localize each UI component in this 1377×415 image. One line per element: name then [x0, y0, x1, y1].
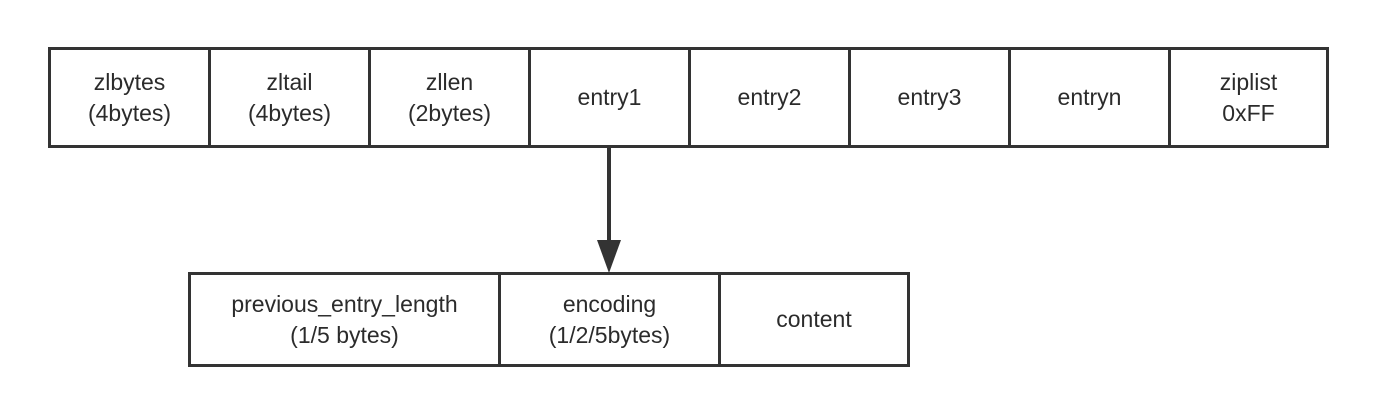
zllen-label: zllen: [425, 68, 474, 95]
ziplist-cell-entry2: entry2: [691, 50, 851, 145]
zltail-size: (4bytes): [247, 99, 332, 126]
zlend-value: 0xFF: [1222, 99, 1275, 126]
content-label: content: [776, 306, 852, 332]
zllen-size: (2bytes): [407, 99, 492, 126]
encoding-label: encoding: [562, 290, 657, 317]
entry-cell-previous-entry-length: previous_entry_length (1/5 bytes): [191, 275, 501, 364]
ziplist-cell-entry1: entry1: [531, 50, 691, 145]
entry-cell-encoding: encoding (1/2/5bytes): [501, 275, 721, 364]
zlend-label: ziplist: [1219, 68, 1278, 95]
entry-cell-content: content: [721, 275, 907, 364]
zlbytes-label: zlbytes: [93, 68, 166, 95]
entry2-label: entry2: [737, 84, 802, 110]
entry1-label: entry1: [577, 84, 642, 110]
entry3-label: entry3: [897, 84, 962, 110]
previous-entry-length-size: (1/5 bytes): [290, 321, 399, 348]
entry-structure-row: previous_entry_length (1/5 bytes) encodi…: [188, 272, 910, 367]
ziplist-structure-row: zlbytes (4bytes) zltail (4bytes) zllen (…: [48, 47, 1329, 148]
ziplist-cell-entry3: entry3: [851, 50, 1011, 145]
zlbytes-size: (4bytes): [87, 99, 172, 126]
ziplist-cell-zltail: zltail (4bytes): [211, 50, 371, 145]
ziplist-cell-zllen: zllen (2bytes): [371, 50, 531, 145]
previous-entry-length-label: previous_entry_length: [231, 290, 458, 317]
zltail-label: zltail: [266, 68, 313, 95]
encoding-size: (1/2/5bytes): [548, 321, 671, 348]
ziplist-cell-zlend: ziplist 0xFF: [1171, 50, 1326, 145]
entryn-label: entryn: [1057, 84, 1122, 110]
arrow-head: [597, 240, 621, 273]
ziplist-cell-zlbytes: zlbytes (4bytes): [51, 50, 211, 145]
ziplist-cell-entryn: entryn: [1011, 50, 1171, 145]
